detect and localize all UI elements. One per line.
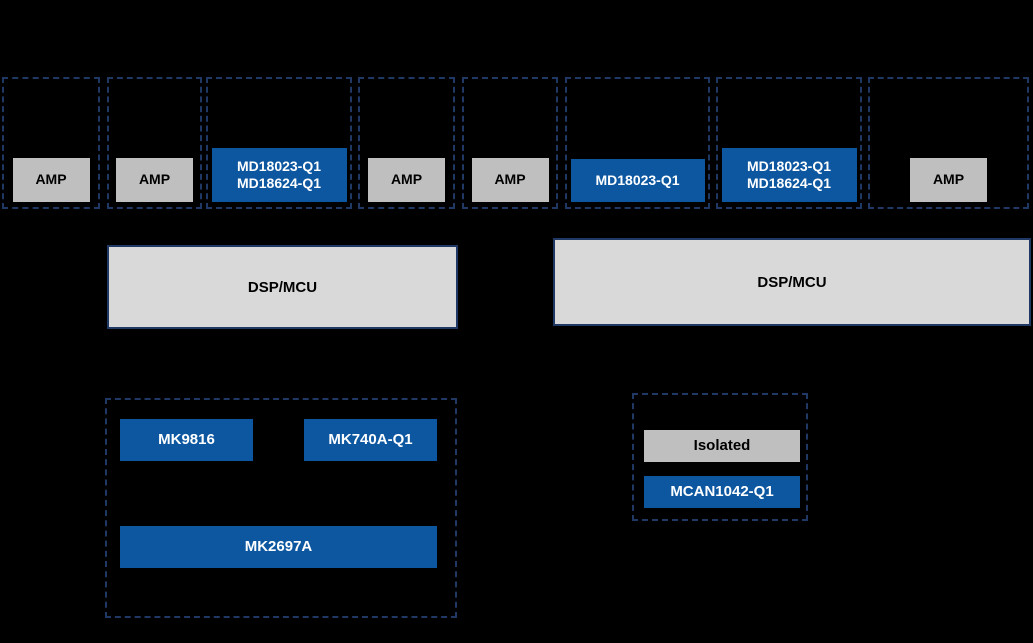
part-block-mcan1042-q1[interactable]: MCAN1042-Q1 [644, 476, 800, 508]
channel-group-8: AMP [868, 77, 1029, 209]
part-block-mk2697a[interactable]: MK2697A [120, 526, 437, 568]
power-group: MK9816 MK740A-Q1 MK2697A [105, 398, 457, 618]
channel-group-4: AMP [358, 77, 455, 209]
part-label-line2: MD18624-Q1 [236, 175, 322, 191]
part-block-md18023-md18624[interactable]: MD18023-Q1 MD18624-Q1 [211, 148, 347, 202]
channel-group-2: AMP [107, 77, 202, 209]
dsp-mcu-block-left: DSP/MCU [107, 245, 458, 329]
channel-group-1: AMP [2, 77, 100, 209]
channel-group-7: MD18023-Q1 MD18624-Q1 [716, 77, 862, 209]
amp-label: AMP [494, 171, 526, 188]
part-label: MK9816 [158, 431, 215, 448]
isolated-label: Isolated [693, 437, 751, 454]
dsp-mcu-label: DSP/MCU [247, 278, 318, 296]
part-block-md18023[interactable]: MD18023-Q1 [570, 159, 705, 202]
dsp-mcu-label: DSP/MCU [757, 273, 827, 291]
amp-label: AMP [932, 171, 965, 188]
amp-block: AMP [910, 158, 987, 202]
amp-block: AMP [471, 158, 549, 202]
amp-label: AMP [35, 171, 67, 188]
channel-group-3: MD18023-Q1 MD18624-Q1 [206, 77, 352, 209]
part-label-line1: MD18023-Q1 [746, 157, 832, 174]
can-interface-group: Isolated MCAN1042-Q1 [632, 393, 808, 521]
isolated-block: Isolated [644, 430, 800, 462]
part-label-line2: MD18624-Q1 [746, 175, 832, 191]
channel-group-5: AMP [462, 77, 558, 209]
part-label-line1: MD18023-Q1 [236, 157, 322, 174]
amp-block: AMP [12, 158, 90, 202]
amp-block: AMP [116, 158, 193, 202]
part-label: MK740A-Q1 [328, 431, 413, 448]
part-block-mk9816[interactable]: MK9816 [120, 419, 253, 461]
amp-label: AMP [390, 171, 423, 188]
amp-label: AMP [138, 171, 171, 188]
dsp-mcu-block-right: DSP/MCU [553, 238, 1031, 326]
channel-group-6: MD18023-Q1 [565, 77, 710, 209]
part-label: MK2697A [244, 538, 313, 555]
part-block-mk740a-q1[interactable]: MK740A-Q1 [304, 419, 437, 461]
part-label: MD18023-Q1 [595, 171, 680, 188]
part-label: MCAN1042-Q1 [670, 483, 774, 500]
part-block-md18023-md18624[interactable]: MD18023-Q1 MD18624-Q1 [721, 148, 857, 202]
amp-block: AMP [368, 158, 445, 202]
